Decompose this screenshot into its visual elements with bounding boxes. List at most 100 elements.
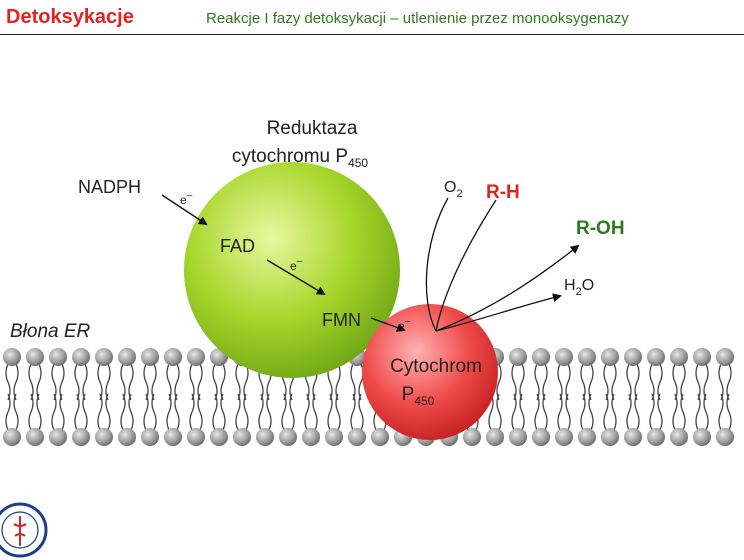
lipid-head [118,348,136,366]
lipid-head [26,428,44,446]
membrane-label: Błona ER [10,321,91,342]
er-membrane [3,348,734,446]
lipid-head [256,428,274,446]
reductase-sphere [184,162,400,378]
lipid-head [670,348,688,366]
lipid-tail [603,363,617,431]
roh-label: R-OH [576,218,625,239]
lipid-head [555,428,573,446]
lipid-tail [51,363,65,431]
cytochrome-label-line2: P450 [402,384,435,408]
lipid-tail [718,363,732,431]
lipid-head [555,348,573,366]
lipid-tail [5,363,19,431]
lipid-tail [258,363,272,431]
lipid-head [601,428,619,446]
lipid-head [3,348,21,366]
rh-label: R-H [486,182,520,203]
lipid-tail [626,363,640,431]
lipid-tail [580,363,594,431]
lipid-head [187,428,205,446]
lipid-head [210,428,228,446]
lipid-head [486,428,504,446]
lipid-head [532,348,550,366]
lipid-tail [143,363,157,431]
slide-header: Detoksykacje Reakcje I fazy detoksykacji… [0,0,744,36]
o2-curve [425,197,449,332]
slide-subtitle: Reakcje I fazy detoksykacji – utlenienie… [206,10,629,27]
rh-curve [435,199,497,332]
lipid-tail [511,363,525,431]
lipid-head [348,428,366,446]
lipid-head [164,428,182,446]
lipid-tail [672,363,686,431]
university-seal-icon [0,502,48,558]
fad-to-fmn-arrow [266,259,326,296]
lipid-tail [212,363,226,431]
o2-label: O2 [444,179,463,200]
lipid-head [95,348,113,366]
nadph-to-fad-arrow [161,194,208,226]
lipid-tail [304,363,318,431]
lipid-head [670,428,688,446]
lipid-head [26,348,44,366]
lipid-tail [557,363,571,431]
lipid-head [716,348,734,366]
nadph-label: NADPH [78,177,141,197]
reductase-label-line1: Reduktaza [267,118,358,139]
h2o-arrow [435,293,562,332]
fad-label: FAD [220,236,255,256]
h2o-label: H2O [564,277,594,298]
lipid-tail [120,363,134,431]
lipid-head [72,348,90,366]
lipid-tail [350,363,364,431]
lipid-tail [649,363,663,431]
lipid-head [3,428,21,446]
lipid-head [164,348,182,366]
cytochrome-p450-sphere [362,304,498,440]
header-divider [0,34,744,35]
lipid-head [624,348,642,366]
lipid-head [49,428,67,446]
fmn-to-cytochrome-arrow [370,317,406,332]
lipid-head [233,428,251,446]
lipid-head [302,428,320,446]
lipid-tail [695,363,709,431]
lipid-head [95,428,113,446]
lipid-head [463,428,481,446]
lipid-tail [189,363,203,431]
lipid-head [693,428,711,446]
lipid-head [578,348,596,366]
lipid-tail [327,363,341,431]
electron-label-1: e– [180,190,193,207]
lipid-head [532,428,550,446]
lipid-head [624,428,642,446]
lipid-head [509,348,527,366]
reductase-label-line2: cytochromu P450 [232,146,369,170]
slide-title: Detoksykacje [6,6,134,28]
lipid-head [141,428,159,446]
lipid-head [693,348,711,366]
roh-arrow [435,244,580,332]
lipid-tail [281,363,295,431]
lipid-head [118,428,136,446]
lipid-head [509,428,527,446]
lipid-tail [235,363,249,431]
lipid-head [647,428,665,446]
fmn-label: FMN [322,310,361,330]
lipid-tail [97,363,111,431]
lipid-head [647,348,665,366]
electron-label-2: e– [290,256,303,273]
lipid-head [187,348,205,366]
lipid-tail [534,363,548,431]
lipid-head [49,348,67,366]
lipid-tail [74,363,88,431]
lipid-head [141,348,159,366]
cytochrome-label-line1: Cytochrom [390,356,482,377]
lipid-head [371,428,389,446]
lipid-head [578,428,596,446]
lipid-head [716,428,734,446]
lipid-tail [166,363,180,431]
lipid-head [325,428,343,446]
lipid-tail [28,363,42,431]
